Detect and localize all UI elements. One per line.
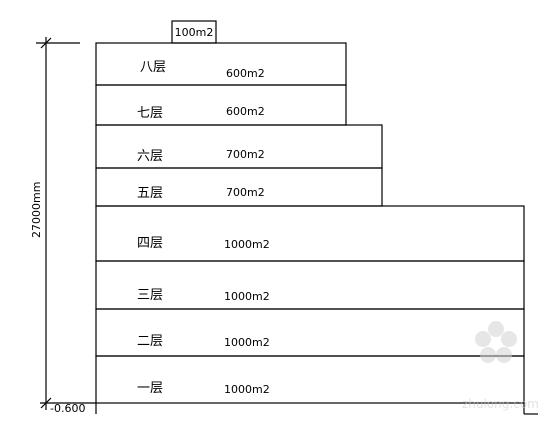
floor-1-area: 1000m2 <box>224 383 270 396</box>
watermark-logo: zhulong.com <box>462 321 539 411</box>
floor-8-name: 八层 <box>140 60 166 75</box>
roof-area-label: 100m2 <box>175 26 214 39</box>
floor-8-area: 600m2 <box>226 67 265 80</box>
floor-5-area: 700m2 <box>226 186 265 199</box>
floor-3-area: 1000m2 <box>224 290 270 303</box>
watermark-text: zhulong.com <box>462 397 539 411</box>
floor-4-area: 1000m2 <box>224 238 270 251</box>
total-height-label: 27000mm <box>30 182 43 238</box>
floor-2-name: 二层 <box>137 334 163 349</box>
floor-3-name: 三层 <box>137 288 163 303</box>
floor-7-box <box>95 84 347 126</box>
floor-8-box <box>95 42 347 86</box>
floor-2-area: 1000m2 <box>224 336 270 349</box>
floor-4-box <box>95 205 525 262</box>
floor-1-name: 一层 <box>137 381 163 396</box>
floor-6-area: 700m2 <box>226 148 265 161</box>
floor-4-name: 四层 <box>137 236 163 251</box>
floor-5-name: 五层 <box>137 186 163 201</box>
floor-1-box <box>95 355 525 404</box>
base-elevation-label: -0.600 <box>50 402 85 415</box>
floor-7-name: 七层 <box>137 106 163 121</box>
floor-7-area: 600m2 <box>226 105 265 118</box>
floor-6-name: 六层 <box>137 149 163 164</box>
